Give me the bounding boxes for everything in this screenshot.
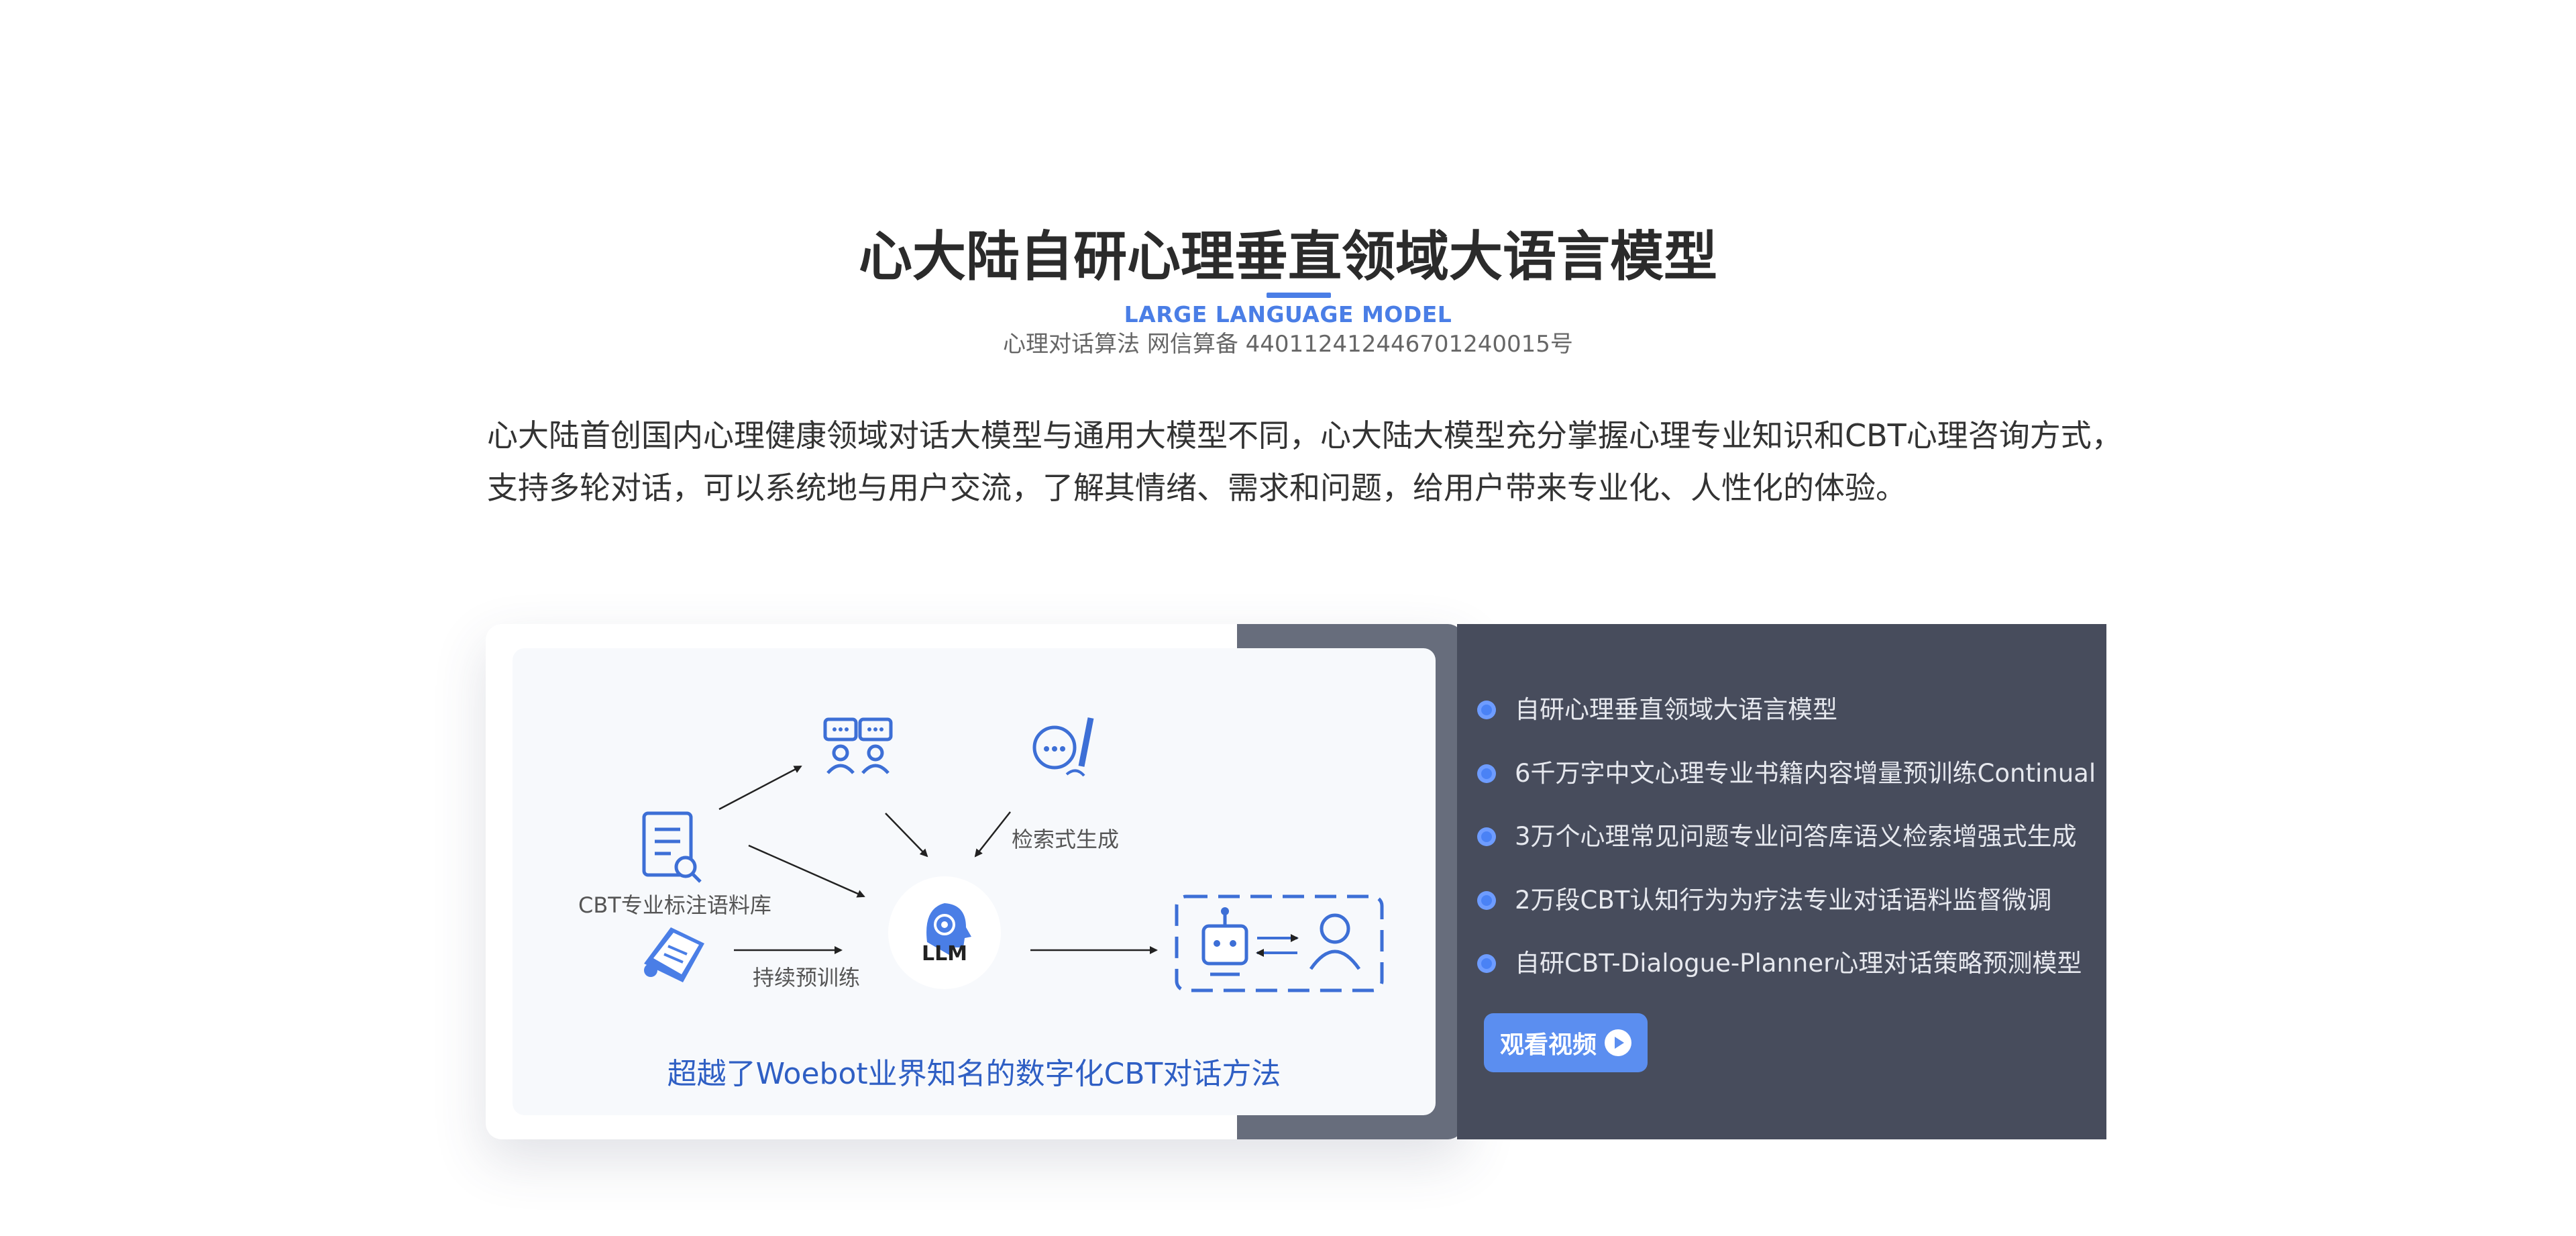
feature-item: 自研心理垂直领域大语言模型 <box>1477 690 2096 754</box>
corpus-label: CBT专业标注语料库 <box>578 892 771 918</box>
bullet-dot-icon <box>1477 764 1496 783</box>
group-chat-icon <box>823 717 893 774</box>
play-circle-icon <box>1605 1029 1631 1056</box>
watch-video-button[interactable]: 观看视频 <box>1484 1013 1648 1072</box>
diagram-graphics <box>642 717 1384 992</box>
arrow-corpus-to-llm <box>748 844 865 898</box>
feature-text: 自研CBT-Dialogue-Planner心理对话策略预测模型 <box>1515 949 2082 978</box>
feature-text: 2万段CBT认知行为为疗法专业对话语料监督微调 <box>1515 885 2052 915</box>
arrow-chat-to-llm <box>885 813 928 858</box>
feature-list: 自研心理垂直领域大语言模型 6千万字中文心理专业书籍内容增量预训练Continu… <box>1477 690 2096 1007</box>
feature-item: 自研CBT-Dialogue-Planner心理对话策略预测模型 <box>1477 943 2096 1007</box>
feature-item: 6千万字中文心理专业书籍内容增量预训练Continual <box>1477 754 2096 817</box>
bullet-dot-icon <box>1477 954 1496 973</box>
subtitle-en: LARGE LANGUAGE MODEL <box>1124 301 1452 327</box>
llm-node: LLM <box>888 876 1001 989</box>
pretrain-label: 持续预训练 <box>753 965 861 990</box>
document-search-icon <box>642 811 702 883</box>
feature-item: 3万个心理常见问题专业问答库语义检索增强式生成 <box>1477 817 2096 880</box>
chat-pen-icon <box>1032 717 1094 777</box>
title-underline <box>1267 293 1331 298</box>
bullet-dot-icon <box>1477 890 1496 910</box>
llm-label: LLM <box>921 942 968 966</box>
filing-number: 心理对话算法 网信算备 440112412446701240015号 <box>1003 331 1573 358</box>
diagram-caption: 超越了Woebot业界知名的数字化CBT对话方法 <box>667 1057 1281 1091</box>
feature-text: 3万个心理常见问题专业问答库语义检索增强式生成 <box>1515 822 2077 851</box>
watch-video-label: 观看视频 <box>1499 1031 1597 1059</box>
notes-scroll-icon <box>644 927 704 982</box>
bullet-dot-icon <box>1477 827 1496 846</box>
bullet-dot-icon <box>1477 701 1496 719</box>
feature-text: 自研心理垂直领域大语言模型 <box>1515 695 1837 724</box>
brain-head-icon <box>926 903 971 957</box>
llm-diagram: LLM CBT专业标注语料库 检索式生成 持续预训练 超越了Woebot业界知名… <box>513 648 1436 1115</box>
arrow-corpus-to-chat <box>718 765 802 811</box>
page-title: 心大陆自研心理垂直领域大语言模型 <box>859 225 1717 288</box>
feature-text: 6千万字中文心理专业书籍内容增量预训练Continual <box>1515 758 2096 788</box>
arrow-retrieval-to-llm <box>974 811 1011 858</box>
intro-text: 心大陆首创国内心理健康领域对话大模型与通用大模型不同，心大陆大模型充分掌握心理专… <box>487 417 2123 506</box>
retrieval-label: 检索式生成 <box>1012 827 1120 852</box>
robot-user-exchange-icon <box>1175 894 1384 992</box>
feature-item: 2万段CBT认知行为为疗法专业对话语料监督微调 <box>1477 880 2096 944</box>
